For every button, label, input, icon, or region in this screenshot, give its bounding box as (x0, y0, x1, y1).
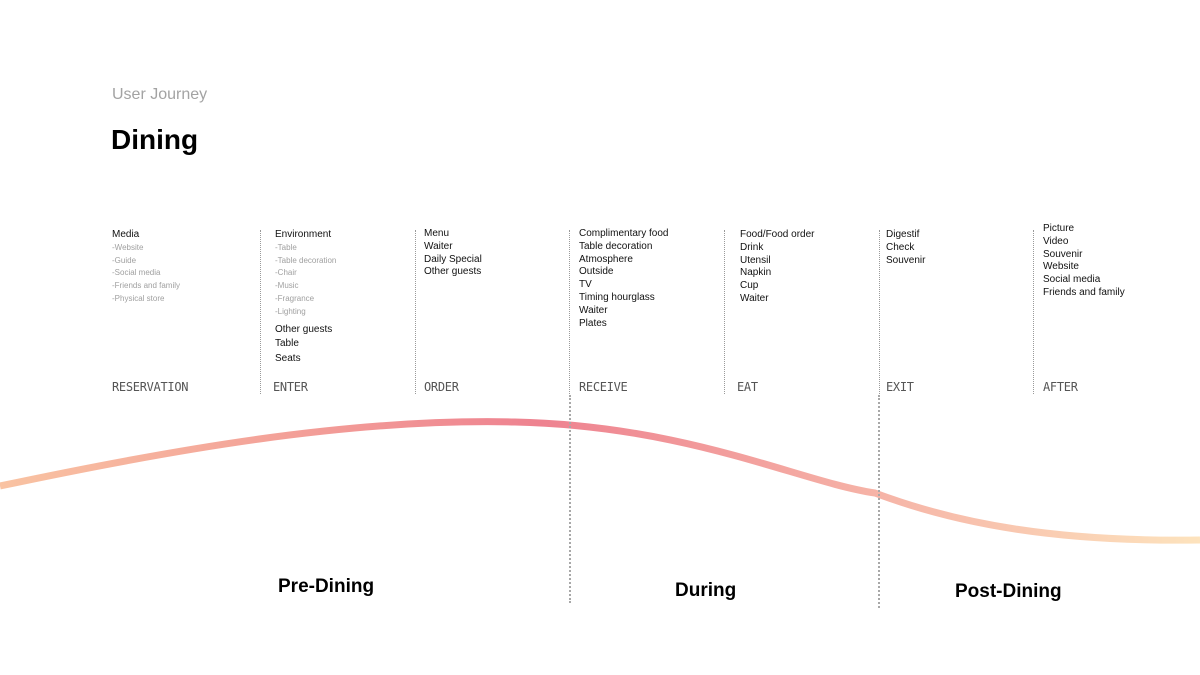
touchpoint-item: Cup (740, 280, 759, 292)
touchpoint-item: Social media (1043, 274, 1101, 286)
touchpoint-item: Media (112, 229, 140, 240)
touchpoint-sub-item: -Lighting (275, 306, 306, 316)
stage-label: RECEIVE (579, 380, 628, 394)
touchpoint-sub-item: -Website (112, 242, 144, 252)
page-subtitle: User Journey (112, 86, 208, 103)
touchpoint-item: Waiter (579, 304, 608, 316)
touchpoint-item: Picture (1043, 223, 1075, 234)
touchpoint-sub-item: -Chair (275, 268, 297, 278)
phase-divider (569, 395, 571, 603)
stage-divider (724, 230, 725, 394)
stage-label: ENTER (273, 380, 308, 394)
stage-label: EAT (737, 380, 758, 394)
touchpoint-item: Drink (740, 241, 764, 253)
touchpoint-sub-item: -Social media (112, 268, 161, 278)
touchpoint-item: Waiter (740, 292, 769, 304)
touchpoint-item: Menu (424, 228, 450, 239)
stage-label: AFTER (1043, 380, 1078, 394)
phase-label-post-dining: Post-Dining (955, 581, 1062, 602)
touchpoint-item: Plates (579, 317, 607, 329)
phase-label-during: During (675, 580, 737, 601)
touchpoint-item: Video (1043, 235, 1069, 247)
stage-divider (879, 230, 880, 394)
touchpoint-sub-item: -Table decoration (275, 255, 337, 265)
touchpoint-item: Atmosphere (579, 253, 633, 265)
stage-label: EXIT (886, 380, 914, 394)
touchpoint-item: Souvenir (1043, 248, 1083, 260)
phase-divider (878, 395, 880, 608)
stage-divider (260, 230, 261, 394)
stage-touchpoints: Media -Website -Guide -Social media -Friends… (112, 229, 180, 306)
touchpoint-item: Napkin (740, 267, 772, 279)
touchpoint-item: Timing hourglass (579, 291, 655, 303)
stage-divider (415, 230, 416, 394)
touchpoint-item: TV (579, 279, 592, 291)
stage-label: ORDER (424, 380, 459, 394)
phase-label-pre-dining: Pre-Dining (278, 576, 375, 597)
touchpoint-sub-item: -Guide (112, 255, 137, 265)
touchpoint-item: Table decoration (579, 240, 653, 252)
stage-divider (569, 230, 570, 394)
touchpoint-sub-item: -Fragrance (275, 293, 315, 303)
touchpoint-item: Other guests (275, 323, 333, 335)
touchpoint-item: Website (1043, 261, 1079, 273)
touchpoint-item: Outside (579, 266, 614, 278)
page-title: Dining (111, 124, 199, 155)
touchpoint-item: Environment (275, 229, 332, 240)
touchpoint-item: Complimentary food (579, 228, 669, 239)
touchpoint-item: Table (275, 338, 299, 350)
stage-touchpoints: Environment -Table -Table decoration -Chair… (275, 229, 336, 366)
touchpoint-item: Digestif (886, 229, 920, 240)
touchpoint-item: Other guests (424, 266, 482, 278)
stage-divider (1033, 230, 1034, 394)
touchpoint-item: Daily Special (424, 253, 482, 265)
touchpoint-item: Utensil (740, 254, 771, 266)
touchpoint-sub-item: -Physical store (112, 293, 165, 303)
touchpoint-sub-item: -Table (275, 242, 297, 252)
touchpoint-item: Friends and family (1043, 286, 1125, 298)
touchpoint-sub-item: -Music (275, 281, 299, 291)
touchpoint-item: Waiter (424, 240, 453, 252)
touchpoint-item: Seats (275, 352, 301, 364)
touchpoint-item: Check (886, 241, 915, 253)
touchpoint-sub-item: -Friends and family (112, 281, 181, 291)
touchpoint-item: Souvenir (886, 254, 926, 266)
stage-label: RESERVATION (112, 380, 189, 394)
touchpoint-item: Food/Food order (740, 229, 815, 240)
emotion-curve-path (0, 418, 1200, 544)
